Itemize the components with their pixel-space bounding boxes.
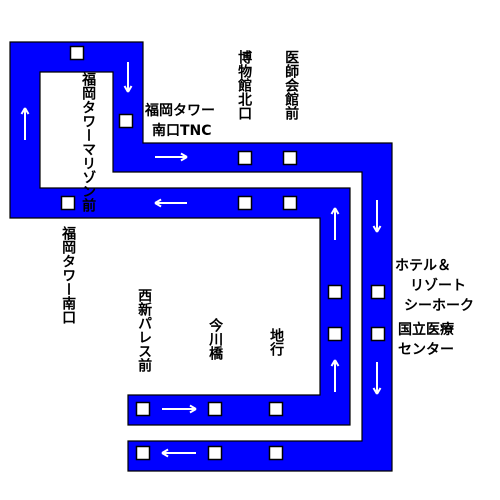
stop-imagawa-bashi-opposite	[207, 445, 223, 461]
route-inner-bottom	[128, 395, 350, 425]
arrow-up-inner-lower	[330, 359, 340, 392]
label-fukuoka-tower-minamiguchi-tnc-line1: 福岡タワー	[145, 103, 215, 119]
arrow-up-left	[20, 107, 30, 140]
arrow-down-right	[372, 200, 382, 233]
label-hotel-resort-line1: ホテル＆	[395, 258, 451, 274]
route-right-vertical	[362, 143, 392, 471]
label-kokuritsu-line1: 国立医療	[398, 322, 454, 338]
arrow-left-bottom	[161, 448, 196, 458]
direction-arrows	[20, 62, 382, 458]
stop-jigyo	[268, 401, 284, 417]
stop-hotel-resort	[370, 284, 386, 300]
stop-fukuoka-tower-minamiguchi	[60, 195, 76, 211]
arrow-left-lower	[154, 198, 187, 208]
stop-fukuoka-tower-marizon	[69, 45, 85, 61]
stop-kokuritsu	[370, 326, 386, 342]
stop-hakubutsukan-kita-opposite	[237, 195, 253, 211]
label-fukuoka-tower-marizon: 福岡タワーマリゾン前	[80, 72, 97, 212]
label-fukuoka-tower-minamiguchi-tnc-line2: 南口TNC	[152, 123, 212, 139]
stop-hakubutsukan-kita	[237, 150, 253, 166]
stop-ishikai-kan	[282, 150, 298, 166]
arrow-down-right-lower	[372, 362, 382, 395]
route-middle-horizontal	[113, 143, 392, 172]
route-bottom-horizontal	[128, 441, 392, 471]
arrow-up-inner	[330, 207, 340, 240]
arrow-down-top	[123, 62, 133, 93]
arrow-right-bottom-inner	[162, 404, 197, 414]
stop-imagawa-bashi	[207, 401, 223, 417]
label-imagawa-bashi: 今川橋	[207, 318, 224, 360]
stop-ishikai-kan-opposite	[282, 195, 298, 211]
stop-fukuoka-tower-minamiguchi-tnc	[118, 113, 134, 129]
stop-jigyo-opposite	[268, 445, 284, 461]
label-jigyo: 地行	[268, 328, 285, 356]
stop-nishijin-palace	[135, 401, 151, 417]
route-outline	[9, 41, 393, 472]
arrow-right-middle	[155, 152, 188, 162]
stop-nishijin-palace-opposite	[135, 445, 151, 461]
label-hotel-resort-line2: リゾート	[410, 278, 466, 294]
label-nishijin-palace: 西新パレス前	[136, 288, 153, 372]
bus-stops	[60, 45, 386, 461]
label-kokuritsu-line2: センター	[398, 342, 454, 358]
stop-hotel-resort-inner	[327, 284, 343, 300]
label-fukuoka-tower-minamiguchi: 福岡タワー南口	[60, 226, 77, 324]
label-ishikai-kan: 医師会館前	[283, 50, 300, 120]
label-hakubutsukan-kita: 博物館北口	[236, 50, 253, 120]
stop-kokuritsu-inner	[327, 326, 343, 342]
label-hotel-resort-line3: シーホーク	[404, 298, 474, 314]
